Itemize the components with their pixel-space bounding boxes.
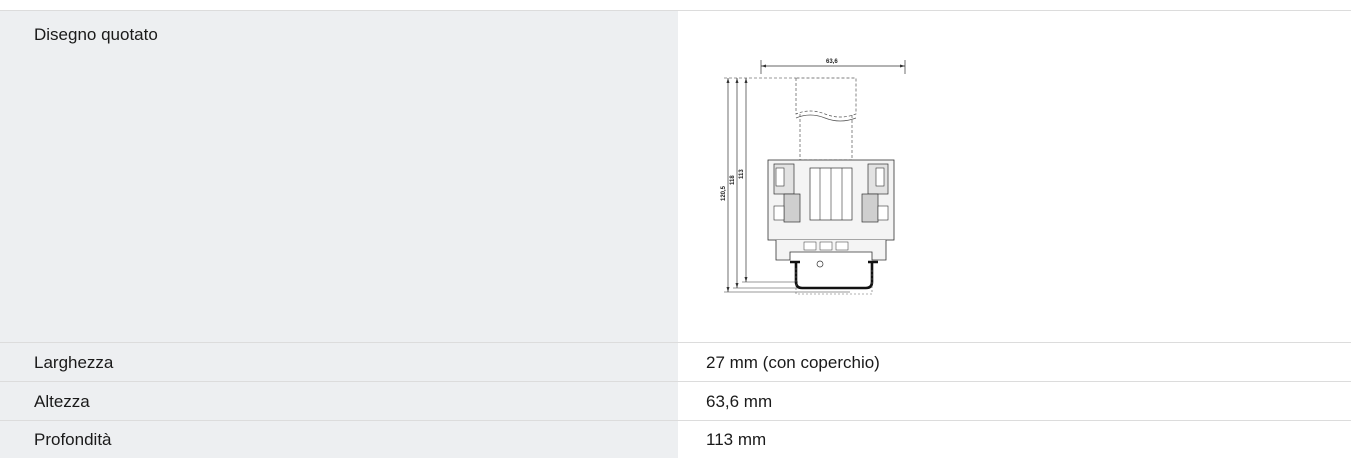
spec-label-height: Altezza [0, 382, 678, 420]
spec-label-dimensional-drawing: Disegno quotato [0, 11, 678, 342]
dim-height-label-1: 120,5 [721, 185, 727, 201]
spec-row-dimensional-drawing: Disegno quotato 63,6 [0, 10, 1351, 342]
dim-height-label-2: 118 [730, 175, 736, 185]
dim-height-label-3: 113 [739, 169, 745, 179]
spec-row-depth: Profondità 113 mm [0, 420, 1351, 458]
spec-value-depth: 113 mm [678, 421, 1351, 458]
spec-row-width: Larghezza 27 mm (con coperchio) [0, 342, 1351, 381]
spec-value-width: 27 mm (con coperchio) [678, 343, 1351, 381]
spec-value-height: 63,6 mm [678, 382, 1351, 420]
dimensional-drawing-image: 63,6 120,5 118 [721, 59, 906, 295]
spec-label-depth: Profondità [0, 421, 678, 458]
dim-width-label: 63,6 [826, 59, 838, 65]
spec-label-width: Larghezza [0, 343, 678, 381]
spec-value-drawing: 63,6 120,5 118 [678, 11, 1351, 342]
spec-row-height: Altezza 63,6 mm [0, 381, 1351, 420]
